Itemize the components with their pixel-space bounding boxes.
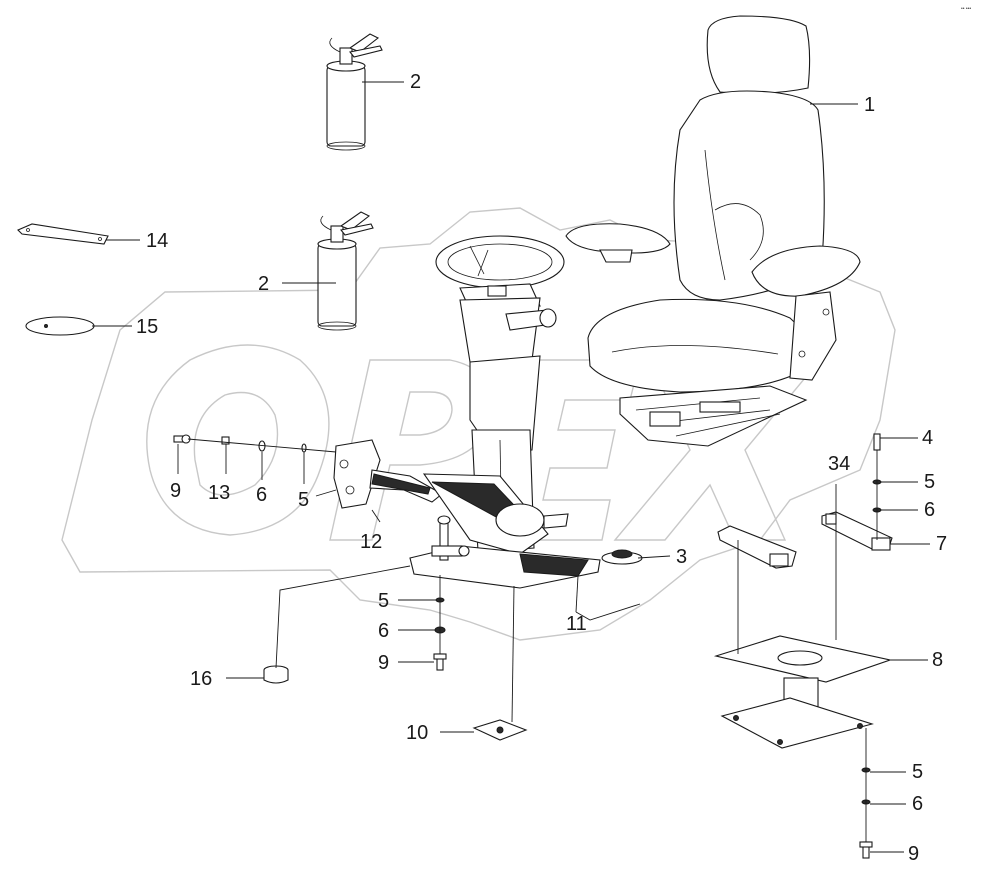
fastener-stack-bottom-right[interactable] bbox=[859, 728, 873, 859]
callout-16: 16 bbox=[190, 668, 212, 690]
callout-15: 15 bbox=[136, 316, 158, 338]
callout-8: 8 bbox=[932, 649, 943, 671]
callout-13: 13 bbox=[208, 482, 230, 504]
callout-7: 7 bbox=[936, 533, 947, 555]
callout-11: 11 bbox=[566, 613, 587, 635]
seat-headrest bbox=[706, 15, 811, 94]
seat-armrest-left bbox=[565, 223, 671, 254]
seat-rail-right[interactable] bbox=[821, 511, 893, 551]
callout-5-pedal: 5 bbox=[298, 489, 309, 511]
watermark-gear-outline bbox=[61, 207, 896, 641]
watermark-letter-o bbox=[146, 344, 330, 536]
fastener-stack-top-right[interactable] bbox=[872, 433, 882, 540]
mounting-plate[interactable] bbox=[472, 719, 528, 741]
fire-extinguisher-lower[interactable] bbox=[317, 211, 374, 331]
callout-34: 34 bbox=[828, 453, 850, 475]
callout-12: 12 bbox=[360, 531, 382, 553]
cover-plate[interactable] bbox=[17, 223, 109, 245]
fastener-row-pedal[interactable] bbox=[173, 434, 337, 453]
seat-pedestal-riser[interactable] bbox=[713, 635, 893, 749]
round-cover[interactable] bbox=[25, 316, 95, 336]
brake-pedal-assembly[interactable] bbox=[333, 439, 443, 509]
callout-9-base: 9 bbox=[378, 652, 389, 674]
callout-9-pedal: 9 bbox=[170, 480, 181, 502]
seat-side-bracket bbox=[789, 291, 837, 381]
callout-1: 1 bbox=[864, 94, 875, 116]
callout-3: 3 bbox=[676, 546, 687, 568]
operator-seat[interactable] bbox=[565, 15, 861, 447]
callout-9-bottom-right: 9 bbox=[908, 843, 919, 865]
pivot-cap[interactable] bbox=[601, 549, 643, 565]
pedestal-base[interactable] bbox=[409, 473, 601, 589]
callout-6-pedal: 6 bbox=[256, 484, 267, 506]
callout-14: 14 bbox=[146, 230, 168, 252]
corner-mark: •• ••• bbox=[961, 6, 971, 12]
callout-5-top-right: 5 bbox=[924, 471, 935, 493]
leader-lines bbox=[92, 81, 930, 853]
seat-armrest-right bbox=[751, 245, 861, 297]
drain-cap[interactable] bbox=[263, 665, 289, 684]
fire-extinguisher-upper[interactable] bbox=[326, 33, 383, 151]
callout-6-bottom-right: 6 bbox=[912, 793, 923, 815]
callout-6-base: 6 bbox=[378, 620, 389, 642]
fastener-stack-base[interactable] bbox=[433, 575, 447, 671]
callout-labels: 1 2 2 3 4 5 5 5 5 6 6 6 6 7 8 9 9 9 10 1… bbox=[136, 71, 947, 865]
callout-6-top-right: 6 bbox=[924, 499, 935, 521]
callout-2-lower: 2 bbox=[258, 273, 269, 295]
seat-suspension-base bbox=[619, 385, 808, 447]
callout-5-bottom-right: 5 bbox=[912, 761, 923, 783]
seat-rail-left[interactable] bbox=[717, 525, 797, 569]
callout-10: 10 bbox=[406, 722, 428, 744]
callout-5-base: 5 bbox=[378, 590, 389, 612]
callout-2-upper: 2 bbox=[410, 71, 421, 93]
callout-4: 4 bbox=[922, 427, 933, 449]
